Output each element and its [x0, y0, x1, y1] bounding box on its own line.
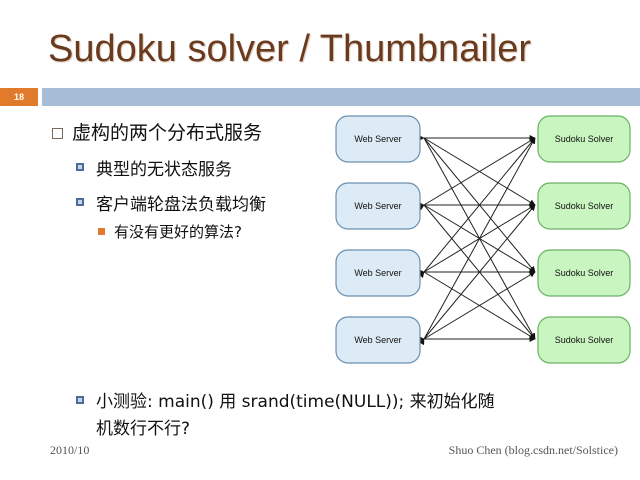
web-server-node: Web Server [335, 115, 421, 163]
bullet-quiz-line1: 小测验: main() 用 srand(time(NULL)); 来初始化随 [96, 392, 495, 412]
sudoku-solver-node: Sudoku Solver [537, 182, 631, 230]
header-bar [42, 88, 640, 106]
sudoku-solver-label: Sudoku Solver [555, 201, 614, 211]
footer-date: 2010/10 [50, 443, 90, 457]
bullet-stateless-service: 典型的无状态服务 [96, 160, 232, 180]
web-server-label: Web Server [354, 268, 401, 278]
bullet-client-roulette: 客户端轮盘法负载均衡 [96, 195, 266, 215]
sudoku-solver-label: Sudoku Solver [555, 268, 614, 278]
sudoku-solver-node: Sudoku Solver [537, 115, 631, 163]
web-server-label: Web Server [354, 201, 401, 211]
footer-author: Shuo Chen (blog.csdn.net/Solstice) [448, 443, 618, 457]
connection-lines [417, 135, 536, 346]
bullet-level3-icon [98, 228, 105, 235]
bullet-level2-icon [76, 396, 84, 404]
web-server-node: Web Server [335, 316, 421, 364]
sudoku-solver-node: Sudoku Solver [537, 249, 631, 297]
bullet-level1-icon [52, 128, 63, 139]
bullet-level2-icon [76, 198, 84, 206]
sudoku-solver-node: Sudoku Solver [537, 316, 631, 364]
bullet-better-algorithm: 有没有更好的算法? [114, 223, 242, 241]
load-balancing-diagram: Web Server Web Server Web Server Web Ser… [335, 115, 631, 364]
sudoku-solver-label: Sudoku Solver [555, 134, 614, 144]
web-server-label: Web Server [354, 134, 401, 144]
sudoku-solver-label: Sudoku Solver [555, 335, 614, 345]
web-server-node: Web Server [335, 249, 421, 297]
bullet-quiz-line2: 机数行不行? [96, 419, 191, 439]
slide-number: 18 [0, 88, 38, 106]
bullet-level2-icon [76, 163, 84, 171]
web-server-label: Web Server [354, 335, 401, 345]
slide-title: Sudoku solver / Thumbnailer [48, 28, 531, 70]
bullet-virtual-services: 虚构的两个分布式服务 [72, 122, 263, 144]
web-server-node: Web Server [335, 182, 421, 230]
